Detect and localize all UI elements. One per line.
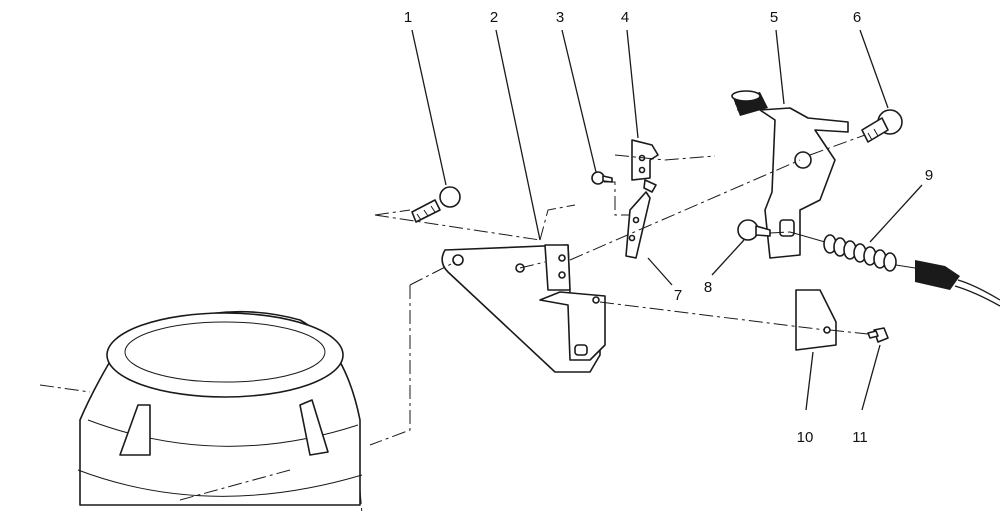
callout-2: 2 [490,9,498,26]
callout-4: 4 [621,9,629,26]
callout-9: 9 [925,167,933,184]
callout-1: 1 [404,9,412,26]
callout-3: 3 [556,9,564,26]
callout-6: 6 [853,9,861,26]
throttle-plate-4 [631,139,659,193]
screw-11 [867,327,889,343]
control-lever-5 [731,90,849,259]
cable-9 [789,231,1000,307]
callout-10: 10 [797,429,814,446]
leader-lines [411,29,923,411]
mounting-bracket [441,244,606,373]
bolt-1 [411,186,461,223]
plate-10 [795,289,837,351]
assembly-lines [369,134,869,446]
knob-8 [737,219,771,241]
housing-tab-right [299,399,329,456]
link-7 [625,191,651,259]
bolt-6 [861,109,903,143]
housing-tab-left [119,404,151,456]
callout-5: 5 [770,9,778,26]
callout-8: 8 [704,279,712,296]
callout-labels: 1 2 3 4 5 6 7 8 9 10 11 [404,9,933,446]
engine-housing [39,310,363,514]
callout-11: 11 [852,429,868,446]
callout-7: 7 [674,287,682,304]
